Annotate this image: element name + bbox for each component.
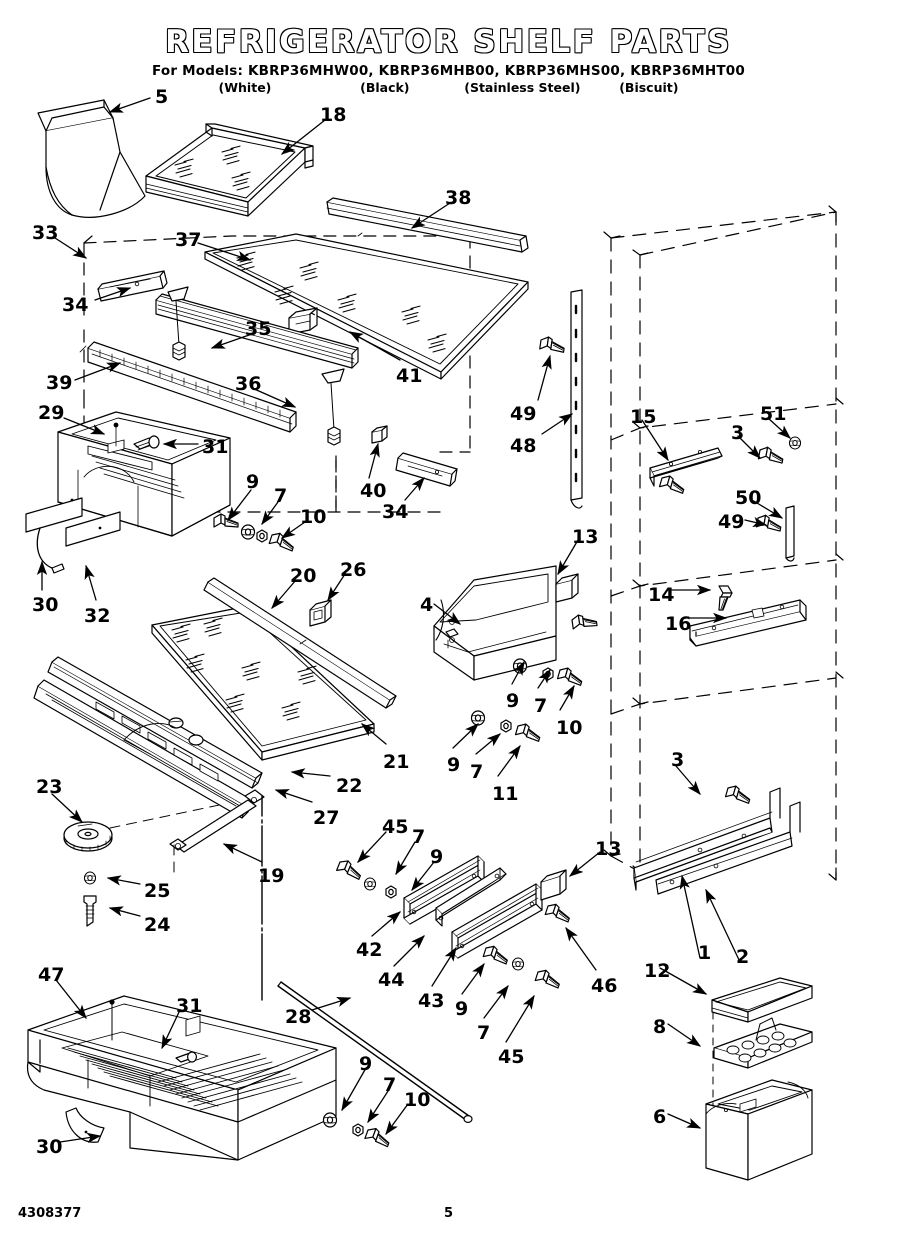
callout-number-14: 14 xyxy=(648,584,675,606)
callout-number-12: 12 xyxy=(644,960,671,982)
finish-list: (White) (Black) (Stainless Steel) (Biscu… xyxy=(0,79,897,95)
callout-number-7f: 7 xyxy=(383,1074,397,1096)
callout-number-26: 26 xyxy=(340,559,367,581)
callout-number-7d: 7 xyxy=(412,826,426,848)
page-header: REFRIGERATOR SHELF PARTS For Models: KBR… xyxy=(0,0,897,95)
callout-number-9d: 9 xyxy=(430,846,444,868)
callout-number-25: 25 xyxy=(144,880,171,902)
callout-number-2: 2 xyxy=(736,946,750,968)
callout-number-22: 22 xyxy=(336,775,363,797)
callout-number-49a: 49 xyxy=(510,403,537,425)
callout-number-39: 39 xyxy=(46,372,73,394)
callout-number-33: 33 xyxy=(32,222,59,244)
callout-number-31a: 31 xyxy=(202,436,229,458)
callout-number-31b: 31 xyxy=(176,995,203,1017)
callout-number-34b: 34 xyxy=(382,501,409,523)
callout-number-32: 32 xyxy=(84,605,111,627)
callout-number-45b: 45 xyxy=(498,1046,525,1068)
callout-number-7b: 7 xyxy=(534,695,548,717)
finish-black: (Black) xyxy=(360,79,410,95)
callout-number-7a: 7 xyxy=(274,485,288,507)
footer-page-number: 5 xyxy=(443,1206,454,1221)
callout-number-45a: 45 xyxy=(382,816,409,838)
callout-number-44: 44 xyxy=(378,969,405,991)
callout-number-7c: 7 xyxy=(470,761,484,783)
callout-number-47: 47 xyxy=(38,964,65,986)
callout-number-48: 48 xyxy=(510,435,537,457)
callout-number-9c: 9 xyxy=(447,754,461,776)
callout-number-7e: 7 xyxy=(477,1022,491,1044)
callout-number-42: 42 xyxy=(356,939,383,961)
callout-number-23: 23 xyxy=(36,776,63,798)
callout-number-36: 36 xyxy=(235,373,262,395)
callout-number-46: 46 xyxy=(591,975,618,997)
callout-number-40: 40 xyxy=(360,480,387,502)
callout-number-34a: 34 xyxy=(62,294,89,316)
callout-number-3b: 3 xyxy=(671,749,685,771)
callout-number-27: 27 xyxy=(313,807,340,829)
callout-number-15: 15 xyxy=(630,406,657,428)
callout-number-37: 37 xyxy=(175,229,202,251)
callout-number-4: 4 xyxy=(420,594,434,616)
callout-number-41: 41 xyxy=(396,365,423,387)
finish-stainless: (Stainless Steel) xyxy=(464,79,581,95)
callout-number-30b: 30 xyxy=(36,1136,63,1158)
callout-number-13b: 13 xyxy=(595,838,622,860)
callout-number-16: 16 xyxy=(665,613,692,635)
callout-number-11: 11 xyxy=(492,783,519,805)
callout-number-9f: 9 xyxy=(359,1053,373,1075)
model-list: For Models: KBRP36MHW00, KBRP36MHB00, KB… xyxy=(152,63,745,79)
callout-number-9e: 9 xyxy=(455,998,469,1020)
callout-number-30a: 30 xyxy=(32,594,59,616)
callout-number-10b: 10 xyxy=(556,717,583,739)
callout-number-3a: 3 xyxy=(731,422,745,444)
callout-number-38: 38 xyxy=(445,187,472,209)
callout-number-19: 19 xyxy=(258,865,285,887)
callout-number-35: 35 xyxy=(245,318,272,340)
callout-number-21: 21 xyxy=(383,751,410,773)
callout-number-18: 18 xyxy=(320,104,347,126)
callout-number-13a: 13 xyxy=(572,526,599,548)
callout-number-10c: 10 xyxy=(404,1089,431,1111)
callout-number-5: 5 xyxy=(155,86,169,108)
callout-number-9b: 9 xyxy=(506,690,520,712)
callout-number-10a: 10 xyxy=(300,506,327,528)
footer-part-number: 4308377 xyxy=(18,1206,82,1221)
callout-number-50: 50 xyxy=(735,487,762,509)
callout-number-1: 1 xyxy=(698,942,712,964)
finish-biscuit: (Biscuit) xyxy=(619,79,679,95)
callout-number-28: 28 xyxy=(285,1006,312,1028)
callout-number-24: 24 xyxy=(144,914,171,936)
callout-number-29: 29 xyxy=(38,402,65,424)
callout-number-43: 43 xyxy=(418,990,445,1012)
callout-number-49b: 49 xyxy=(718,511,745,533)
finish-white: (White) xyxy=(218,79,272,95)
callout-number-6: 6 xyxy=(653,1106,667,1128)
callout-number-9a: 9 xyxy=(246,471,260,493)
callout-number-51: 51 xyxy=(760,403,787,425)
callout-number-8: 8 xyxy=(653,1016,667,1038)
page-title: REFRIGERATOR SHELF PARTS xyxy=(165,24,732,60)
callout-number-20: 20 xyxy=(290,565,317,587)
